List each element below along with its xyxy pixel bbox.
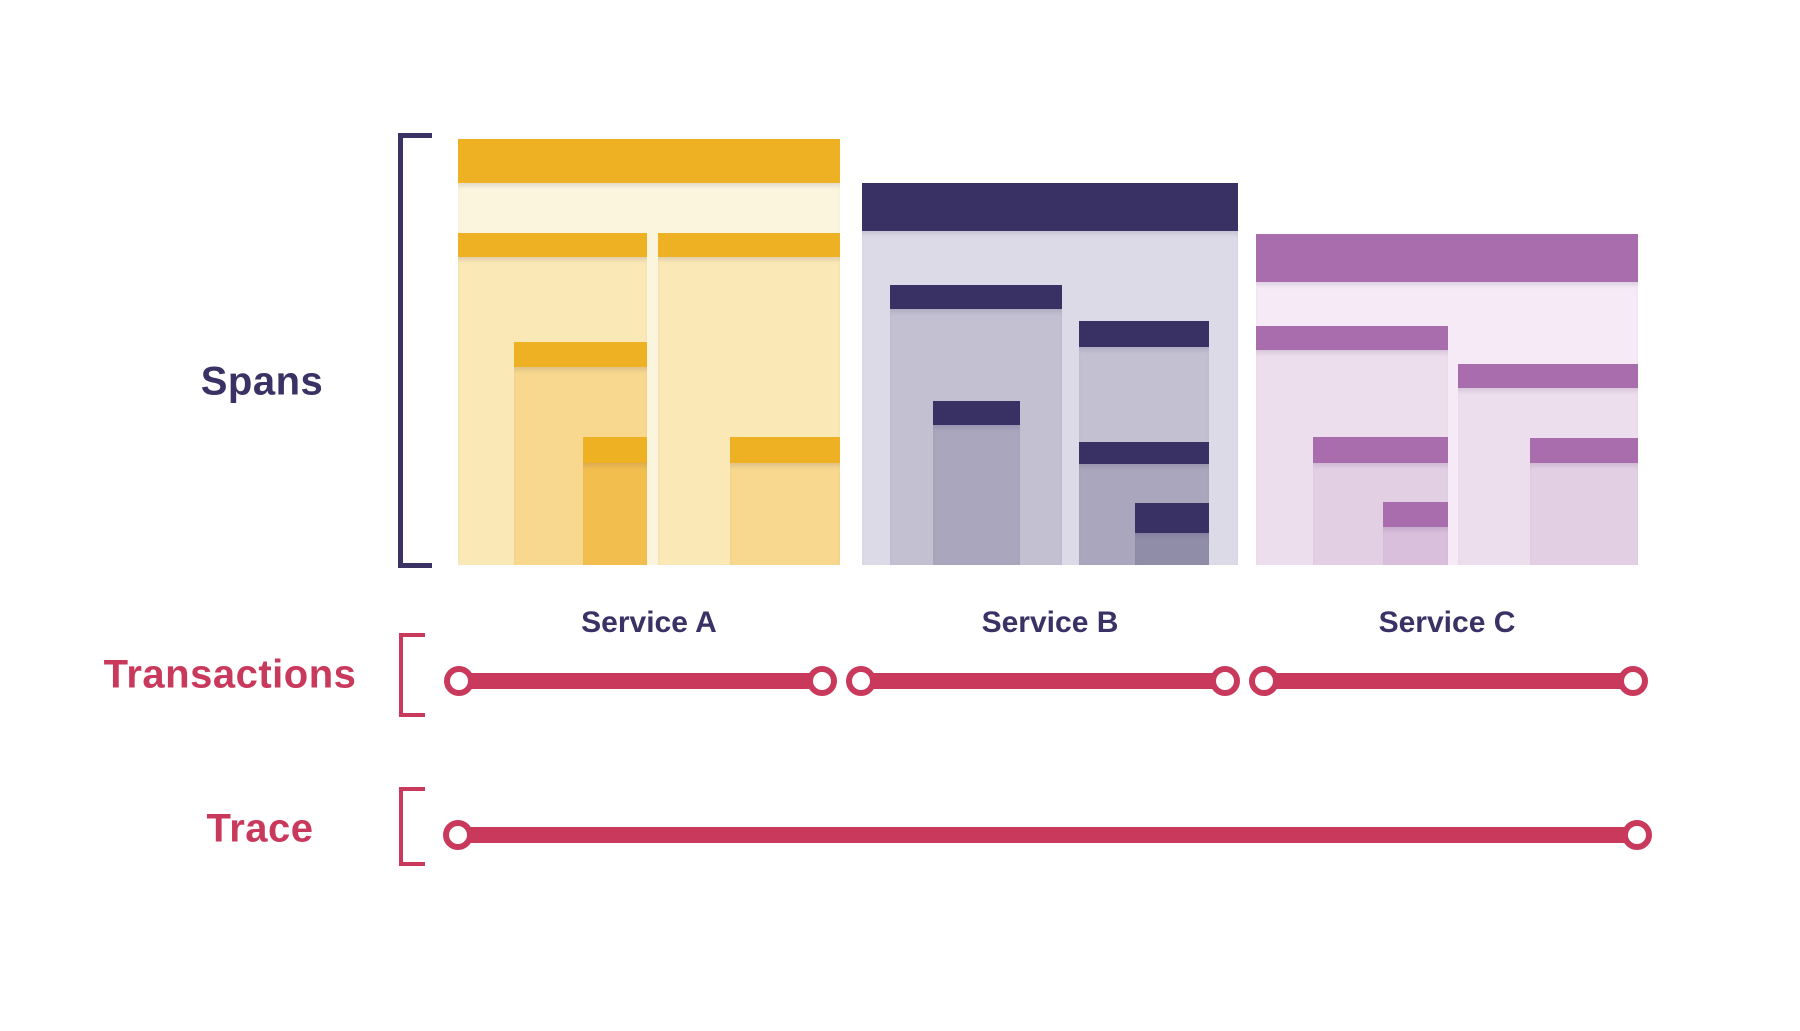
trace-label: Trace [206,806,314,851]
span-bar-great-grandchild [1383,502,1448,565]
transaction-line-service-b [861,673,1225,689]
transactions-label: Transactions [103,652,357,697]
span-bar-great-grandchild [1135,503,1209,565]
service-a-label: Service A [581,606,717,639]
transaction-line-service-c [1264,673,1633,689]
trace-endpoint-circle [443,820,473,850]
spans-label: Spans [200,359,324,404]
service-c-spans-block [1256,234,1638,565]
span-bar-grandchild [933,401,1020,565]
span-bar-grandchild [1530,438,1638,565]
span-bar-grandchild [730,437,840,565]
transaction-endpoint-circle [1249,666,1279,696]
service-a-spans-block [458,139,840,565]
transaction-endpoint-circle [1210,666,1240,696]
span-bar-grandchild [1313,437,1448,565]
transaction-line-service-a [459,673,822,689]
service-b-label: Service B [981,606,1119,639]
transaction-endpoint-circle [807,666,837,696]
spans-bracket [398,133,432,568]
service-c-label: Service C [1378,606,1516,639]
trace-line [458,827,1637,843]
service-b-spans-block [862,183,1238,565]
trace-endpoint-circle [1622,820,1652,850]
transactions-bracket [399,633,425,717]
trace-bracket [399,787,425,866]
transaction-endpoint-circle [846,666,876,696]
transaction-endpoint-circle [1618,666,1648,696]
transaction-endpoint-circle [444,666,474,696]
span-bar-great-grandchild [583,437,647,565]
